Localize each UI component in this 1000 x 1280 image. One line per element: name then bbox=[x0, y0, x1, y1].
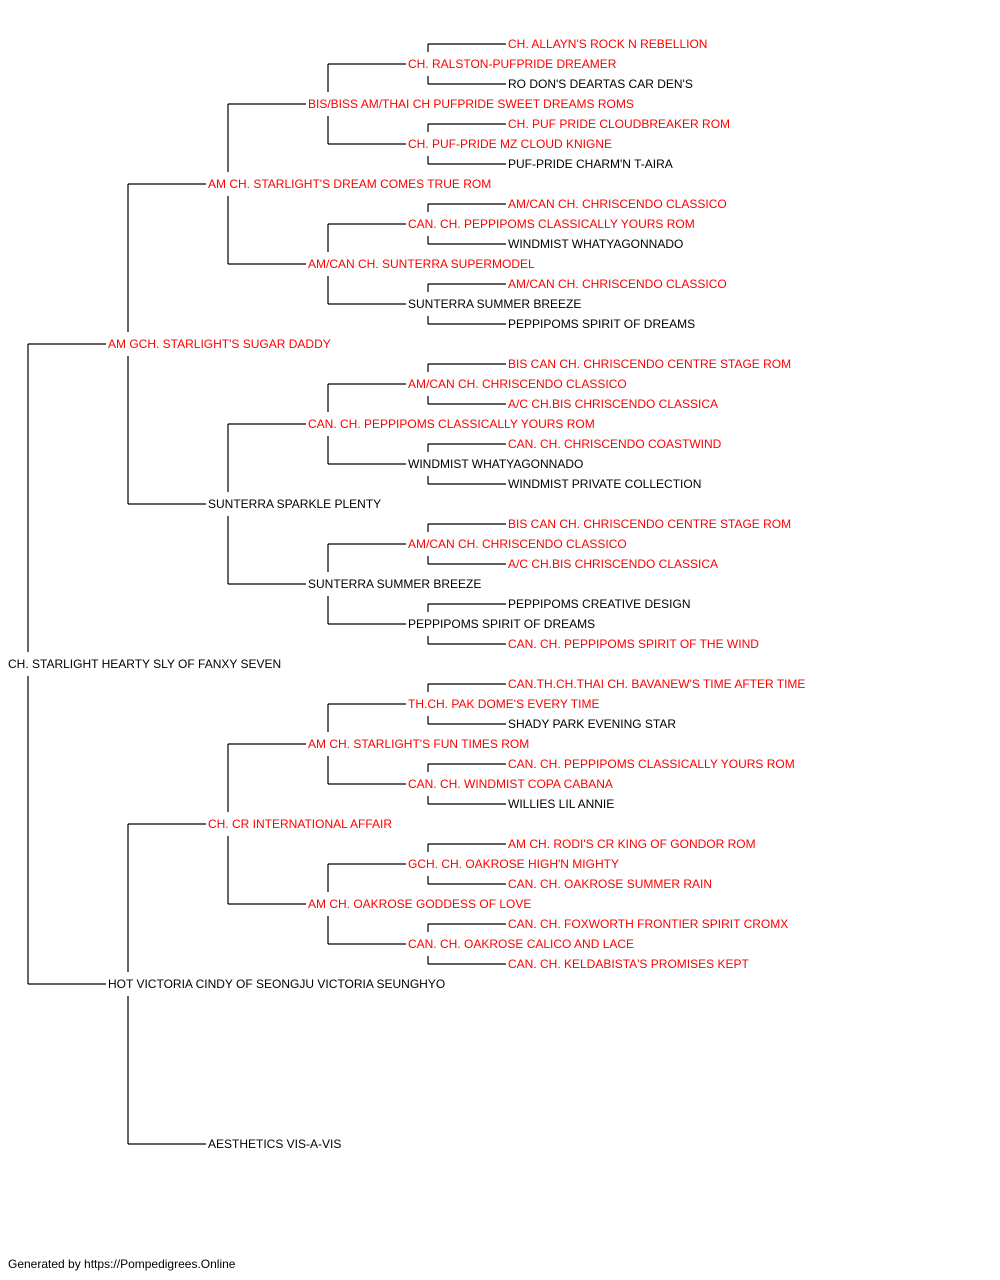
ancestor-name: BIS CAN CH. CHRISCENDO CENTRE STAGE ROM bbox=[506, 517, 794, 531]
ancestor-name: A/C CH.BIS CHRISCENDO CLASSICA bbox=[506, 557, 721, 571]
ancestor-name: CAN. CH. PEPPIPOMS CLASSICALLY YOURS ROM bbox=[306, 417, 597, 431]
ancestor-name: A/C CH.BIS CHRISCENDO CLASSICA bbox=[506, 397, 721, 411]
ancestor-name: HOT VICTORIA CINDY OF SEONGJU VICTORIA S… bbox=[106, 977, 448, 991]
ancestor-name: PEPPIPOMS SPIRIT OF DREAMS bbox=[406, 617, 598, 631]
ancestor-name: AM/CAN CH. CHRISCENDO CLASSICO bbox=[506, 277, 729, 291]
ancestor-name: CH. CR INTERNATIONAL AFFAIR bbox=[206, 817, 395, 831]
ancestor-name: CH. PUF-PRIDE MZ CLOUD KNIGNE bbox=[406, 137, 615, 151]
ancestor-name: CH. PUF PRIDE CLOUDBREAKER ROM bbox=[506, 117, 733, 131]
footer-credit: Generated by https://Pompedigrees.Online bbox=[8, 1257, 236, 1271]
ancestor-name: SUNTERRA SPARKLE PLENTY bbox=[206, 497, 384, 511]
ancestor-name: PEPPIPOMS SPIRIT OF DREAMS bbox=[506, 317, 698, 331]
ancestor-name: CAN. CH. OAKROSE SUMMER RAIN bbox=[506, 877, 715, 891]
ancestor-name: WINDMIST WHATYAGONNADO bbox=[406, 457, 586, 471]
ancestor-name: BIS/BISS AM/THAI CH PUFPRIDE SWEET DREAM… bbox=[306, 97, 636, 111]
ancestor-name: AM CH. RODI'S CR KING OF GONDOR ROM bbox=[506, 837, 758, 851]
ancestor-name: AM/CAN CH. SUNTERRA SUPERMODEL bbox=[306, 257, 537, 271]
ancestor-name: WINDMIST WHATYAGONNADO bbox=[506, 237, 686, 251]
ancestor-name: CAN. CH. PEPPIPOMS CLASSICALLY YOURS ROM bbox=[406, 217, 697, 231]
ancestor-name: AM/CAN CH. CHRISCENDO CLASSICO bbox=[406, 537, 629, 551]
ancestor-name: SHADY PARK EVENING STAR bbox=[506, 717, 679, 731]
ancestor-name: PUF-PRIDE CHARM'N T-AIRA bbox=[506, 157, 675, 171]
ancestor-name: CAN. CH. CHRISCENDO COASTWIND bbox=[506, 437, 724, 451]
ancestor-name: CAN. CH. PEPPIPOMS SPIRIT OF THE WIND bbox=[506, 637, 761, 651]
ancestor-name: AESTHETICS VIS-A-VIS bbox=[206, 1137, 344, 1151]
ancestor-name: CAN. CH. PEPPIPOMS CLASSICALLY YOURS ROM bbox=[506, 757, 797, 771]
ancestor-name: AM/CAN CH. CHRISCENDO CLASSICO bbox=[406, 377, 629, 391]
ancestor-name: TH.CH. PAK DOME'S EVERY TIME bbox=[406, 697, 602, 711]
ancestor-name: WILLIES LIL ANNIE bbox=[506, 797, 617, 811]
ancestor-name: SUNTERRA SUMMER BREEZE bbox=[406, 297, 584, 311]
ancestor-name: BIS CAN CH. CHRISCENDO CENTRE STAGE ROM bbox=[506, 357, 794, 371]
ancestor-name: GCH. CH. OAKROSE HIGH'N MIGHTY bbox=[406, 857, 621, 871]
subject-dog-name: CH. STARLIGHT HEARTY SLY OF FANXY SEVEN bbox=[6, 657, 284, 671]
ancestor-name: CAN.TH.CH.THAI CH. BAVANEW'S TIME AFTER … bbox=[506, 677, 808, 691]
ancestor-name: RO DON'S DEARTAS CAR DEN'S bbox=[506, 77, 695, 91]
ancestor-name: CAN. CH. KELDABISTA'S PROMISES KEPT bbox=[506, 957, 751, 971]
ancestor-name: AM CH. STARLIGHT'S FUN TIMES ROM bbox=[306, 737, 532, 751]
ancestor-name: AM CH. STARLIGHT'S DREAM COMES TRUE ROM bbox=[206, 177, 494, 191]
ancestor-name: AM/CAN CH. CHRISCENDO CLASSICO bbox=[506, 197, 729, 211]
ancestor-name: AM CH. OAKROSE GODDESS OF LOVE bbox=[306, 897, 534, 911]
ancestor-name: AM GCH. STARLIGHT'S SUGAR DADDY bbox=[106, 337, 333, 351]
ancestor-name: WINDMIST PRIVATE COLLECTION bbox=[506, 477, 704, 491]
ancestor-name: CH. RALSTON-PUFPRIDE DREAMER bbox=[406, 57, 619, 71]
ancestor-name: PEPPIPOMS CREATIVE DESIGN bbox=[506, 597, 693, 611]
ancestor-name: CAN. CH. WINDMIST COPA CABANA bbox=[406, 777, 615, 791]
ancestor-name: SUNTERRA SUMMER BREEZE bbox=[306, 577, 484, 591]
ancestor-name: CAN. CH. OAKROSE CALICO AND LACE bbox=[406, 937, 637, 951]
ancestor-name: CH. ALLAYN'S ROCK N REBELLION bbox=[506, 37, 710, 51]
ancestor-name: CAN. CH. FOXWORTH FRONTIER SPIRIT CROMX bbox=[506, 917, 791, 931]
